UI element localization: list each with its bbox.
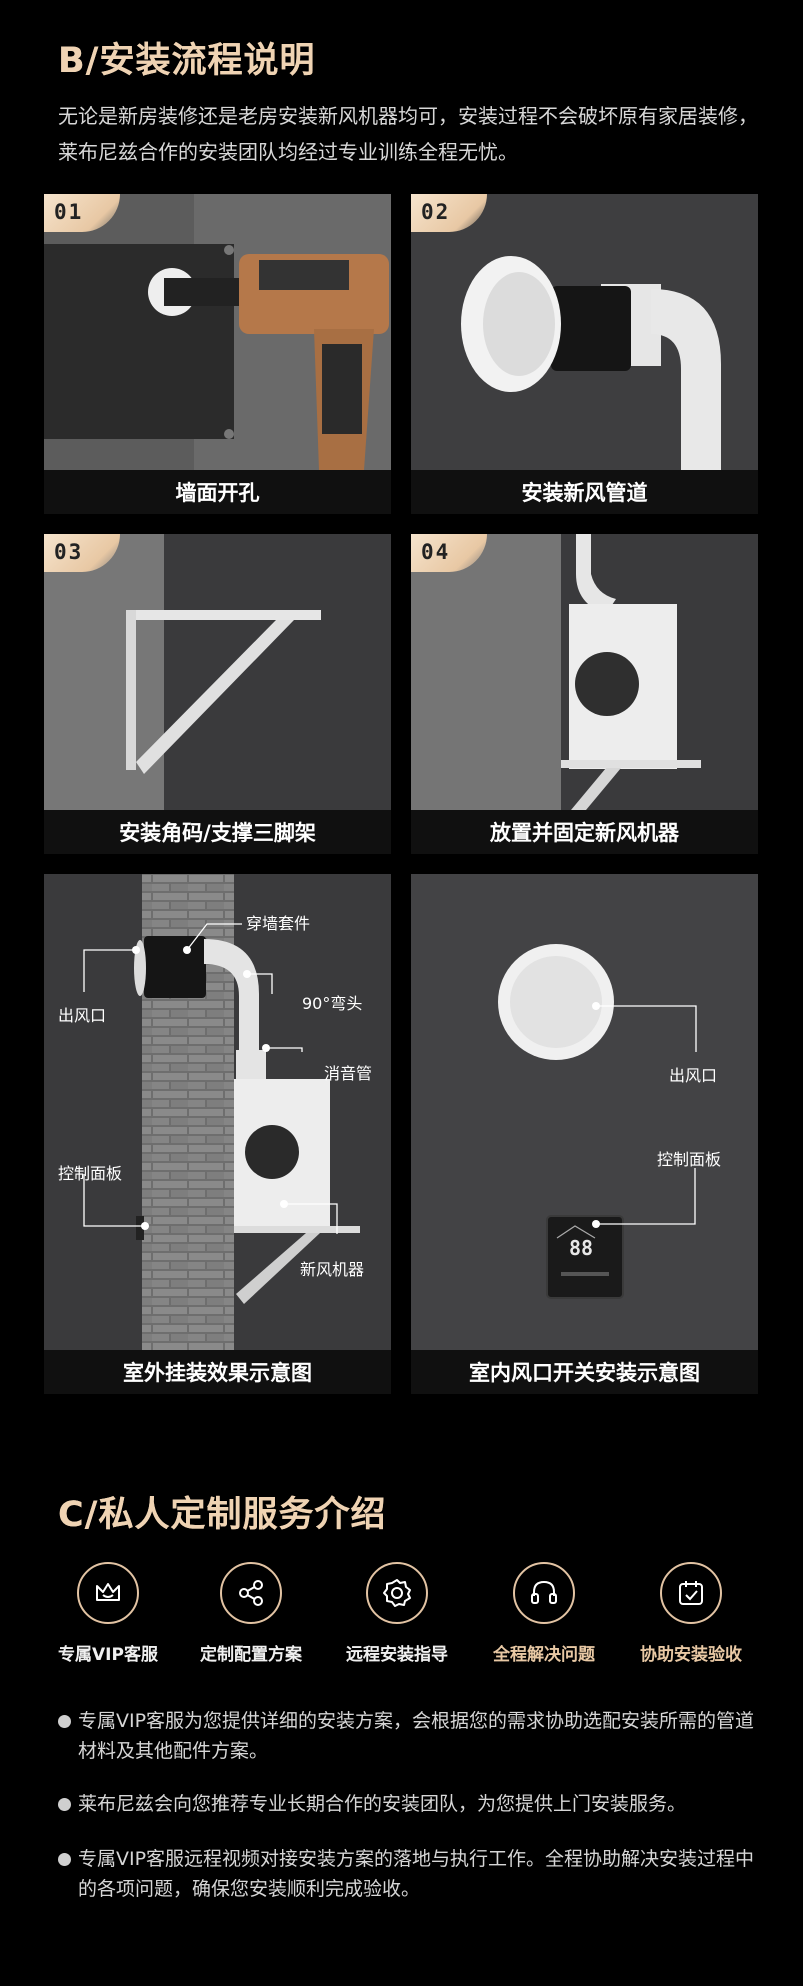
service-vip: 专属VIP客服 (33, 1562, 183, 1665)
bullet-text: 专属VIP客服为您提供详细的安装方案，会根据您的需求协助选配安装所需的管道材料及… (78, 1710, 755, 1762)
indoor-diagram-card: 88 出风口 控制面板 室内风口开关安装示意图 (411, 874, 758, 1394)
label-elbow: 90°弯头 (302, 994, 363, 1013)
step-number-badge: 02 (411, 194, 487, 232)
outdoor-diagram-caption: 室外挂装效果示意图 (44, 1350, 391, 1394)
share-icon (239, 1580, 263, 1606)
service-label: 定制配置方案 (200, 1645, 302, 1665)
calendar-check-icon (679, 1581, 703, 1605)
service-label: 全程解决问题 (493, 1645, 595, 1665)
bullet-dot (58, 1715, 71, 1728)
control-panel-display: 88 (569, 1236, 594, 1260)
bullet-dot (58, 1798, 71, 1811)
step-caption: 安装角码/支撑三脚架 (44, 810, 391, 854)
service-solve: 全程解决问题 (469, 1562, 619, 1665)
service-remote-guide: 远程安装指导 (322, 1562, 472, 1665)
section-b-intro: 无论是新房装修还是老房安装新风机器均可，安装过程不会破坏原有家居装修，莱布尼兹合… (58, 104, 758, 164)
step-card-02: 02 安装新风管道 (411, 194, 758, 514)
step-caption: 放置并固定新风机器 (411, 810, 758, 854)
label-silencer: 消音管 (324, 1064, 373, 1083)
label-machine: 新风机器 (300, 1260, 365, 1279)
service-bullet: 专属VIP客服为您提供详细的安装方案，会根据您的需求协助选配安装所需的管道材料及… (58, 1706, 758, 1766)
bullet-text: 莱布尼兹会向您推荐专业长期合作的安装团队，为您提供上门安装服务。 (78, 1793, 687, 1815)
machine-mounted-image (411, 534, 758, 810)
service-label: 远程安装指导 (346, 1645, 448, 1665)
service-label: 专属VIP客服 (58, 1645, 158, 1665)
label-control-panel: 控制面板 (657, 1150, 722, 1169)
step-caption: 墙面开孔 (44, 470, 391, 514)
headset-icon (531, 1580, 557, 1604)
bullet-text: 专属VIP客服远程视频对接安装方案的落地与执行工作。全程协助解决安装过程中的各项… (78, 1848, 755, 1900)
section-c-title: C/私人定制服务介绍 (58, 1486, 386, 1537)
label-control-panel: 控制面板 (58, 1164, 123, 1183)
service-acceptance: 协助安装验收 (616, 1562, 766, 1665)
gear-icon (383, 1579, 411, 1607)
indoor-install-diagram (411, 874, 758, 1350)
label-outlet: 出风口 (669, 1066, 718, 1085)
label-outlet: 出风口 (58, 1006, 107, 1025)
bullet-dot (58, 1853, 71, 1866)
service-bullet: 莱布尼兹会向您推荐专业长期合作的安装团队，为您提供上门安装服务。 (58, 1789, 758, 1819)
step-caption: 安装新风管道 (411, 470, 758, 514)
indoor-diagram-caption: 室内风口开关安装示意图 (411, 1350, 758, 1394)
step-card-04: 04 放置并固定新风机器 (411, 534, 758, 854)
service-config: 定制配置方案 (176, 1562, 326, 1665)
drill-wall-image (44, 194, 391, 470)
crown-icon (96, 1583, 120, 1601)
step-card-01: 01 墙面开孔 (44, 194, 391, 514)
label-wall-sleeve: 穿墙套件 (246, 914, 311, 933)
service-bullet: 专属VIP客服远程视频对接安装方案的落地与执行工作。全程协助解决安装过程中的各项… (58, 1844, 758, 1904)
outdoor-install-diagram (44, 874, 391, 1350)
bracket-image (44, 534, 391, 810)
duct-image (411, 194, 758, 470)
step-card-03: 03 安装角码/支撑三脚架 (44, 534, 391, 854)
service-label: 协助安装验收 (640, 1645, 742, 1665)
outdoor-diagram-card: 穿墙套件 90°弯头 出风口 消音管 控制面板 新风机器 室外挂装效果示意图 (44, 874, 391, 1394)
section-b-title: B/安装流程说明 (58, 32, 315, 83)
